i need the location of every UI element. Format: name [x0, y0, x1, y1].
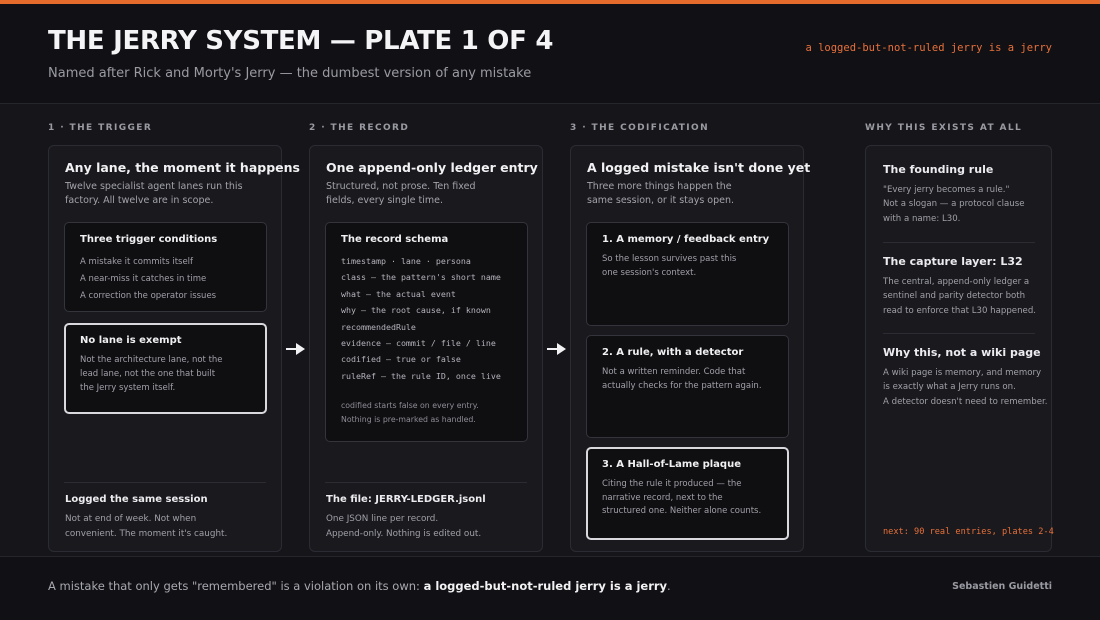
card-title: 2. A rule, with a detector: [602, 347, 744, 358]
page-title: THE JERRY SYSTEM — PLATE 1 OF 4: [48, 26, 554, 56]
panel-footer-title: Logged the same session: [65, 494, 208, 505]
card-title: 1. A memory / feedback entry: [602, 234, 770, 245]
panel-subtitle: Structured, not prose. Ten fixed fields,…: [326, 181, 476, 206]
schema-fields: timestamp · lane · persona class — the p…: [341, 253, 501, 384]
column-heading-codification: 3 · THE CODIFICATION: [570, 123, 710, 133]
column-heading-trigger: 1 · THE TRIGGER: [48, 123, 153, 133]
arrow-right-icon: [286, 343, 305, 355]
panel-record: One append-only ledger entry Structured,…: [309, 145, 543, 552]
card-lines: Not the architecture lane, not the lead …: [80, 355, 223, 393]
arrow-right-icon: [547, 343, 566, 355]
divider: [883, 333, 1035, 334]
schema-field: class — the pattern's short name: [341, 272, 501, 283]
panel-why: The founding rule "Every jerry becomes a…: [865, 145, 1054, 552]
card-body: Citing the rule it produced — the narrat…: [602, 479, 762, 516]
accent-bar: [0, 0, 1100, 4]
panel-codification: A logged mistake isn't done yet Three mo…: [570, 145, 810, 552]
panel-footer-title: The file: JERRY-LEDGER.jsonl: [326, 494, 486, 505]
divider: [64, 482, 266, 483]
panel-title: Any lane, the moment it happens: [65, 160, 300, 175]
footer: A mistake that only gets "remembered" is…: [0, 556, 1100, 620]
schema-field: codified — true or false: [341, 354, 461, 365]
column-heading-why: WHY THIS EXISTS AT ALL: [865, 123, 1023, 133]
schema-field: what — the actual event: [341, 288, 456, 299]
divider: [883, 242, 1035, 243]
schema-field: recommendedRule: [341, 321, 416, 332]
card-title: 3. A Hall-of-Lame plaque: [602, 459, 741, 470]
side-section-capture-layer: The capture layer: L32 The central, appe…: [883, 255, 1036, 318]
section-title: The capture layer: L32: [883, 255, 1023, 268]
card-record-schema: The record schema timestamp · lane · per…: [325, 222, 528, 442]
page-subtitle: Named after Rick and Morty's Jerry — the…: [48, 66, 532, 81]
column-heading-record: 2 · THE RECORD: [309, 123, 410, 133]
footer-statement: A mistake that only gets "remembered" is…: [48, 579, 671, 593]
card-lines: A mistake it commits itself A near-miss …: [80, 257, 217, 301]
panel-subtitle: Twelve specialist agent lanes run this f…: [65, 181, 243, 206]
side-section-why-not-wiki: Why this, not a wiki page A wiki page is…: [883, 346, 1047, 409]
card-title: No lane is exempt: [80, 335, 182, 346]
header: THE JERRY SYSTEM — PLATE 1 OF 4 Named af…: [0, 4, 1100, 104]
section-body: "Every jerry becomes a rule." Not a slog…: [883, 185, 1025, 224]
panel-trigger: Any lane, the moment it happens Twelve s…: [48, 145, 300, 552]
schema-field: timestamp · lane · persona: [341, 256, 471, 266]
author-name: Sebastien Guidetti: [952, 581, 1052, 592]
tagline: a logged-but-not-ruled jerry is a jerry: [805, 42, 1052, 54]
panel-subtitle: Three more things happen the same sessio…: [587, 181, 735, 206]
panel-title: One append-only ledger entry: [326, 160, 538, 175]
card-no-lane-exempt: No lane is exempt Not the architecture l…: [64, 323, 267, 414]
panel-footer-body: Not at end of week. Not when convenient.…: [65, 514, 228, 539]
section-title: Why this, not a wiki page: [883, 346, 1041, 359]
divider: [325, 482, 527, 483]
schema-field: evidence — commit / file / line: [341, 338, 496, 349]
card-body: Not a written reminder. Code that actual…: [602, 367, 762, 391]
section-body: A wiki page is memory, and memory is exa…: [883, 368, 1048, 407]
card-title: Three trigger conditions: [80, 234, 218, 245]
card-body: So the lesson survives past this one ses…: [602, 254, 737, 278]
panel-title: A logged mistake isn't done yet: [587, 160, 811, 175]
card-memory-entry: 1. A memory / feedback entry So the less…: [586, 222, 789, 326]
card-title: The record schema: [341, 234, 449, 245]
card-rule-detector: 2. A rule, with a detector Not a written…: [586, 335, 789, 438]
card-hall-of-lame: 3. A Hall-of-Lame plaque Citing the rule…: [586, 447, 789, 540]
schema-note: codified starts false on every entry. No…: [341, 401, 479, 424]
section-body: The central, append-only ledger a sentin…: [883, 277, 1037, 316]
schema-field: why — the root cause, if known: [341, 305, 491, 316]
section-title: The founding rule: [883, 163, 994, 176]
next-link: next: 90 real entries, plates 2-4: [883, 527, 1054, 537]
schema-field: ruleRef — the rule ID, once live: [341, 370, 501, 381]
side-section-founding-rule: The founding rule "Every jerry becomes a…: [883, 163, 1025, 226]
panel-footer-body: One JSON line per record. Append-only. N…: [326, 514, 482, 539]
footer-emphasis: a logged-but-not-ruled jerry is a jerry: [423, 579, 668, 593]
card-trigger-conditions: Three trigger conditions A mistake it co…: [64, 222, 267, 312]
